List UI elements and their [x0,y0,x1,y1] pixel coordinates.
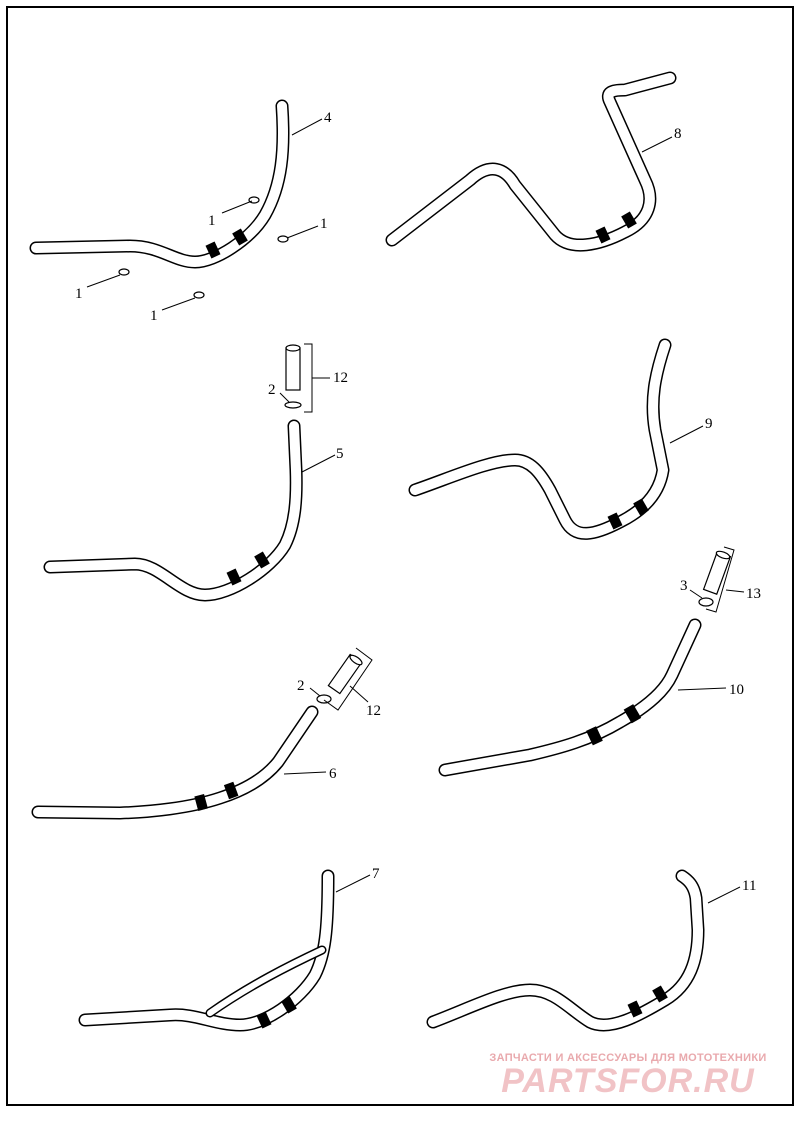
callout-9: 9 [705,416,713,432]
callout-5: 5 [336,446,344,462]
clamp-1c [118,268,130,276]
callout-13: 13 [746,586,761,602]
callout-1c: 1 [75,286,83,302]
handlebar-8 [385,71,677,252]
handlebar-6 [31,705,319,820]
callout-3: 3 [680,578,688,594]
callout-12b: 12 [366,703,381,719]
callout-2a: 2 [268,382,276,398]
handlebar-5 [43,419,303,602]
watermark-tagline: ЗАПЧАСТИ И АКСЕССУАРЫ ДЛЯ МОТОТЕХНИКИ [489,1052,767,1064]
callout-1a: 1 [208,213,216,229]
callout-8: 8 [674,126,682,142]
callout-1b: 1 [320,216,328,232]
handlebar-4 [29,99,290,269]
clamp-1b [277,235,289,243]
callout-1d: 1 [150,308,158,324]
handlebar-9 [408,338,672,540]
callout-6: 6 [329,766,337,782]
callout-7: 7 [372,866,380,882]
callout-2b: 2 [297,678,305,694]
diagram-frame [6,6,794,1106]
handlebar-7 [78,869,335,1032]
watermark-logo: PARTSFOR.RU [501,1062,755,1100]
callout-4: 4 [324,110,332,126]
riser-13 [698,546,735,613]
handlebar-10 [438,618,702,777]
riser-12-side [316,647,373,711]
clamp-1d [193,291,205,299]
callout-10: 10 [729,682,744,698]
callout-11: 11 [742,878,756,894]
callout-12a: 12 [333,370,348,386]
watermark: ЗАПЧАСТИ И АКСЕССУАРЫ ДЛЯ МОТОТЕХНИКИ PA… [478,1052,778,1101]
handlebar-11 [426,869,705,1032]
riser-12-top [284,343,313,413]
